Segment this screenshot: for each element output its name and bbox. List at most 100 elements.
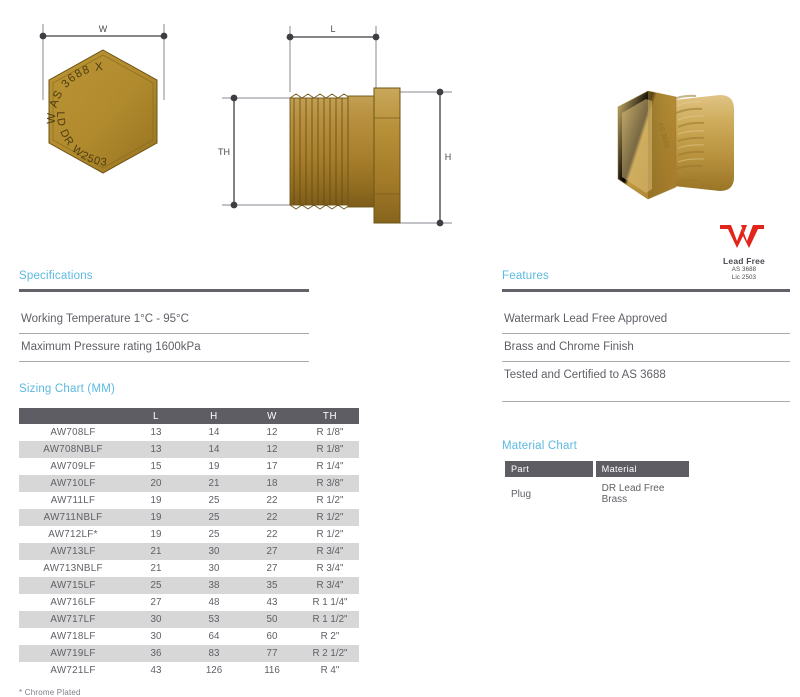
cell-value: R 1/4" [301, 458, 359, 475]
cell-material: DR Lead Free Brass [601, 483, 665, 505]
watermark-lead-free-badge: Lead Free AS 3688 Lic 2503 [698, 222, 790, 281]
features-heading: Features [502, 270, 549, 282]
specifications-list: Working Temperature 1°C - 95°C Maximum P… [19, 306, 309, 362]
cell-value: R 2 1/2" [301, 645, 359, 662]
th-dimension-label: TH [218, 147, 230, 157]
badge-standard: AS 3688 [731, 266, 757, 273]
column-header-part [19, 408, 127, 424]
cell-value: 25 [185, 526, 243, 543]
cell-value: 43 [243, 594, 301, 611]
hex-flange-side [373, 87, 401, 224]
material-header-row: Part Material [505, 461, 689, 477]
cell-value: 21 [127, 543, 185, 560]
cell-value: 22 [243, 509, 301, 526]
brass-hex-plug-photo: AS 3688 [617, 90, 734, 200]
cell-value: 116 [243, 662, 301, 679]
column-header-part: Part [505, 461, 593, 477]
w-dimension-line [39, 32, 168, 40]
cell-value: 15 [127, 458, 185, 475]
cell-value: 13 [127, 441, 185, 458]
cell-value: 77 [243, 645, 301, 662]
cell-part: Plug [511, 488, 532, 500]
specifications-heading: Specifications [19, 270, 93, 282]
product-drawings: W W AS 3688 X LD DR W2503 [0, 0, 800, 250]
cell-value: 36 [127, 645, 185, 662]
cell-value: R 3/8" [301, 475, 359, 492]
watermark-w-logo-icon [720, 225, 764, 248]
material-chart-body: Plug DR Lead Free Brass [505, 477, 689, 507]
specification-row: Working Temperature 1°C - 95°C [19, 306, 309, 334]
cell-value: R 1/8" [301, 441, 359, 458]
l-dimension-line [286, 33, 380, 41]
cell-value: 19 [127, 492, 185, 509]
column-header-material: Material [595, 461, 689, 477]
cell-value: R 3/4" [301, 543, 359, 560]
cell-value: R 3/4" [301, 560, 359, 577]
cell-value: 19 [185, 458, 243, 475]
cell-value: R 1/2" [301, 526, 359, 543]
column-header-h: H [185, 408, 243, 424]
cell-value: 43 [127, 662, 185, 679]
cell-value: 19 [127, 509, 185, 526]
cell-part-number: AW715LF [19, 577, 127, 594]
column-header-w: W [243, 408, 301, 424]
column-header-th: TH [301, 408, 359, 424]
cell-value: 48 [185, 594, 243, 611]
table-header-row: L H W TH [19, 408, 359, 424]
sizing-chart-heading: Sizing Chart (MM) [19, 383, 116, 395]
cell-value: R 1 1/4" [301, 594, 359, 611]
feature-row: Tested and Certified to AS 3688 [504, 369, 666, 381]
h-dimension-line [436, 88, 444, 227]
cell-part-number: AW712LF* [19, 526, 127, 543]
badge-licence: Lic 2503 [731, 273, 757, 281]
cell-part-number: AW710LF [19, 475, 127, 492]
feature-row: Brass and Chrome Finish [502, 334, 790, 362]
cell-part-number: AW721LF [19, 662, 127, 679]
cell-value: R 3/4" [301, 577, 359, 594]
cell-value: 27 [243, 543, 301, 560]
cell-value: 14 [185, 424, 243, 441]
table-row: Plug DR Lead Free Brass [505, 477, 689, 507]
l-extension-lines [289, 26, 377, 92]
cell-value: 14 [185, 441, 243, 458]
cell-value: 60 [243, 628, 301, 645]
cell-value: 30 [127, 628, 185, 645]
cell-value: 30 [127, 611, 185, 628]
cell-value: 27 [127, 594, 185, 611]
cell-value: 25 [185, 492, 243, 509]
column-header-l: L [127, 408, 185, 424]
cell-value: 21 [185, 475, 243, 492]
cell-value: R 1 1/2" [301, 611, 359, 628]
cell-part-number: AW713LF [19, 543, 127, 560]
cell-part-number: AW716LF [19, 594, 127, 611]
cell-part-number: AW708LF [19, 424, 127, 441]
hexagon-head [48, 49, 158, 174]
threaded-barrel [289, 93, 351, 210]
cell-part-number: AW719LF [19, 645, 127, 662]
features-section: Features Watermark Lead Free Approved Br… [502, 270, 790, 402]
cell-value: 13 [127, 424, 185, 441]
photo-hex-head [617, 90, 677, 200]
cell-value: 83 [185, 645, 243, 662]
cell-part-number: AW708NBLF [19, 441, 127, 458]
cell-value: 38 [185, 577, 243, 594]
material-chart-table: Part Material Plug DR Lead Free Brass [502, 461, 692, 507]
barrel-shoulder [347, 95, 375, 208]
features-list: Watermark Lead Free Approved Brass and C… [502, 306, 790, 402]
specifications-section: Specifications Working Temperature 1°C -… [19, 270, 309, 362]
sizing-chart-footnote: * Chrome Plated [19, 688, 81, 697]
cell-value: 21 [127, 560, 185, 577]
cell-value: 12 [243, 424, 301, 441]
cell-value: 30 [185, 560, 243, 577]
